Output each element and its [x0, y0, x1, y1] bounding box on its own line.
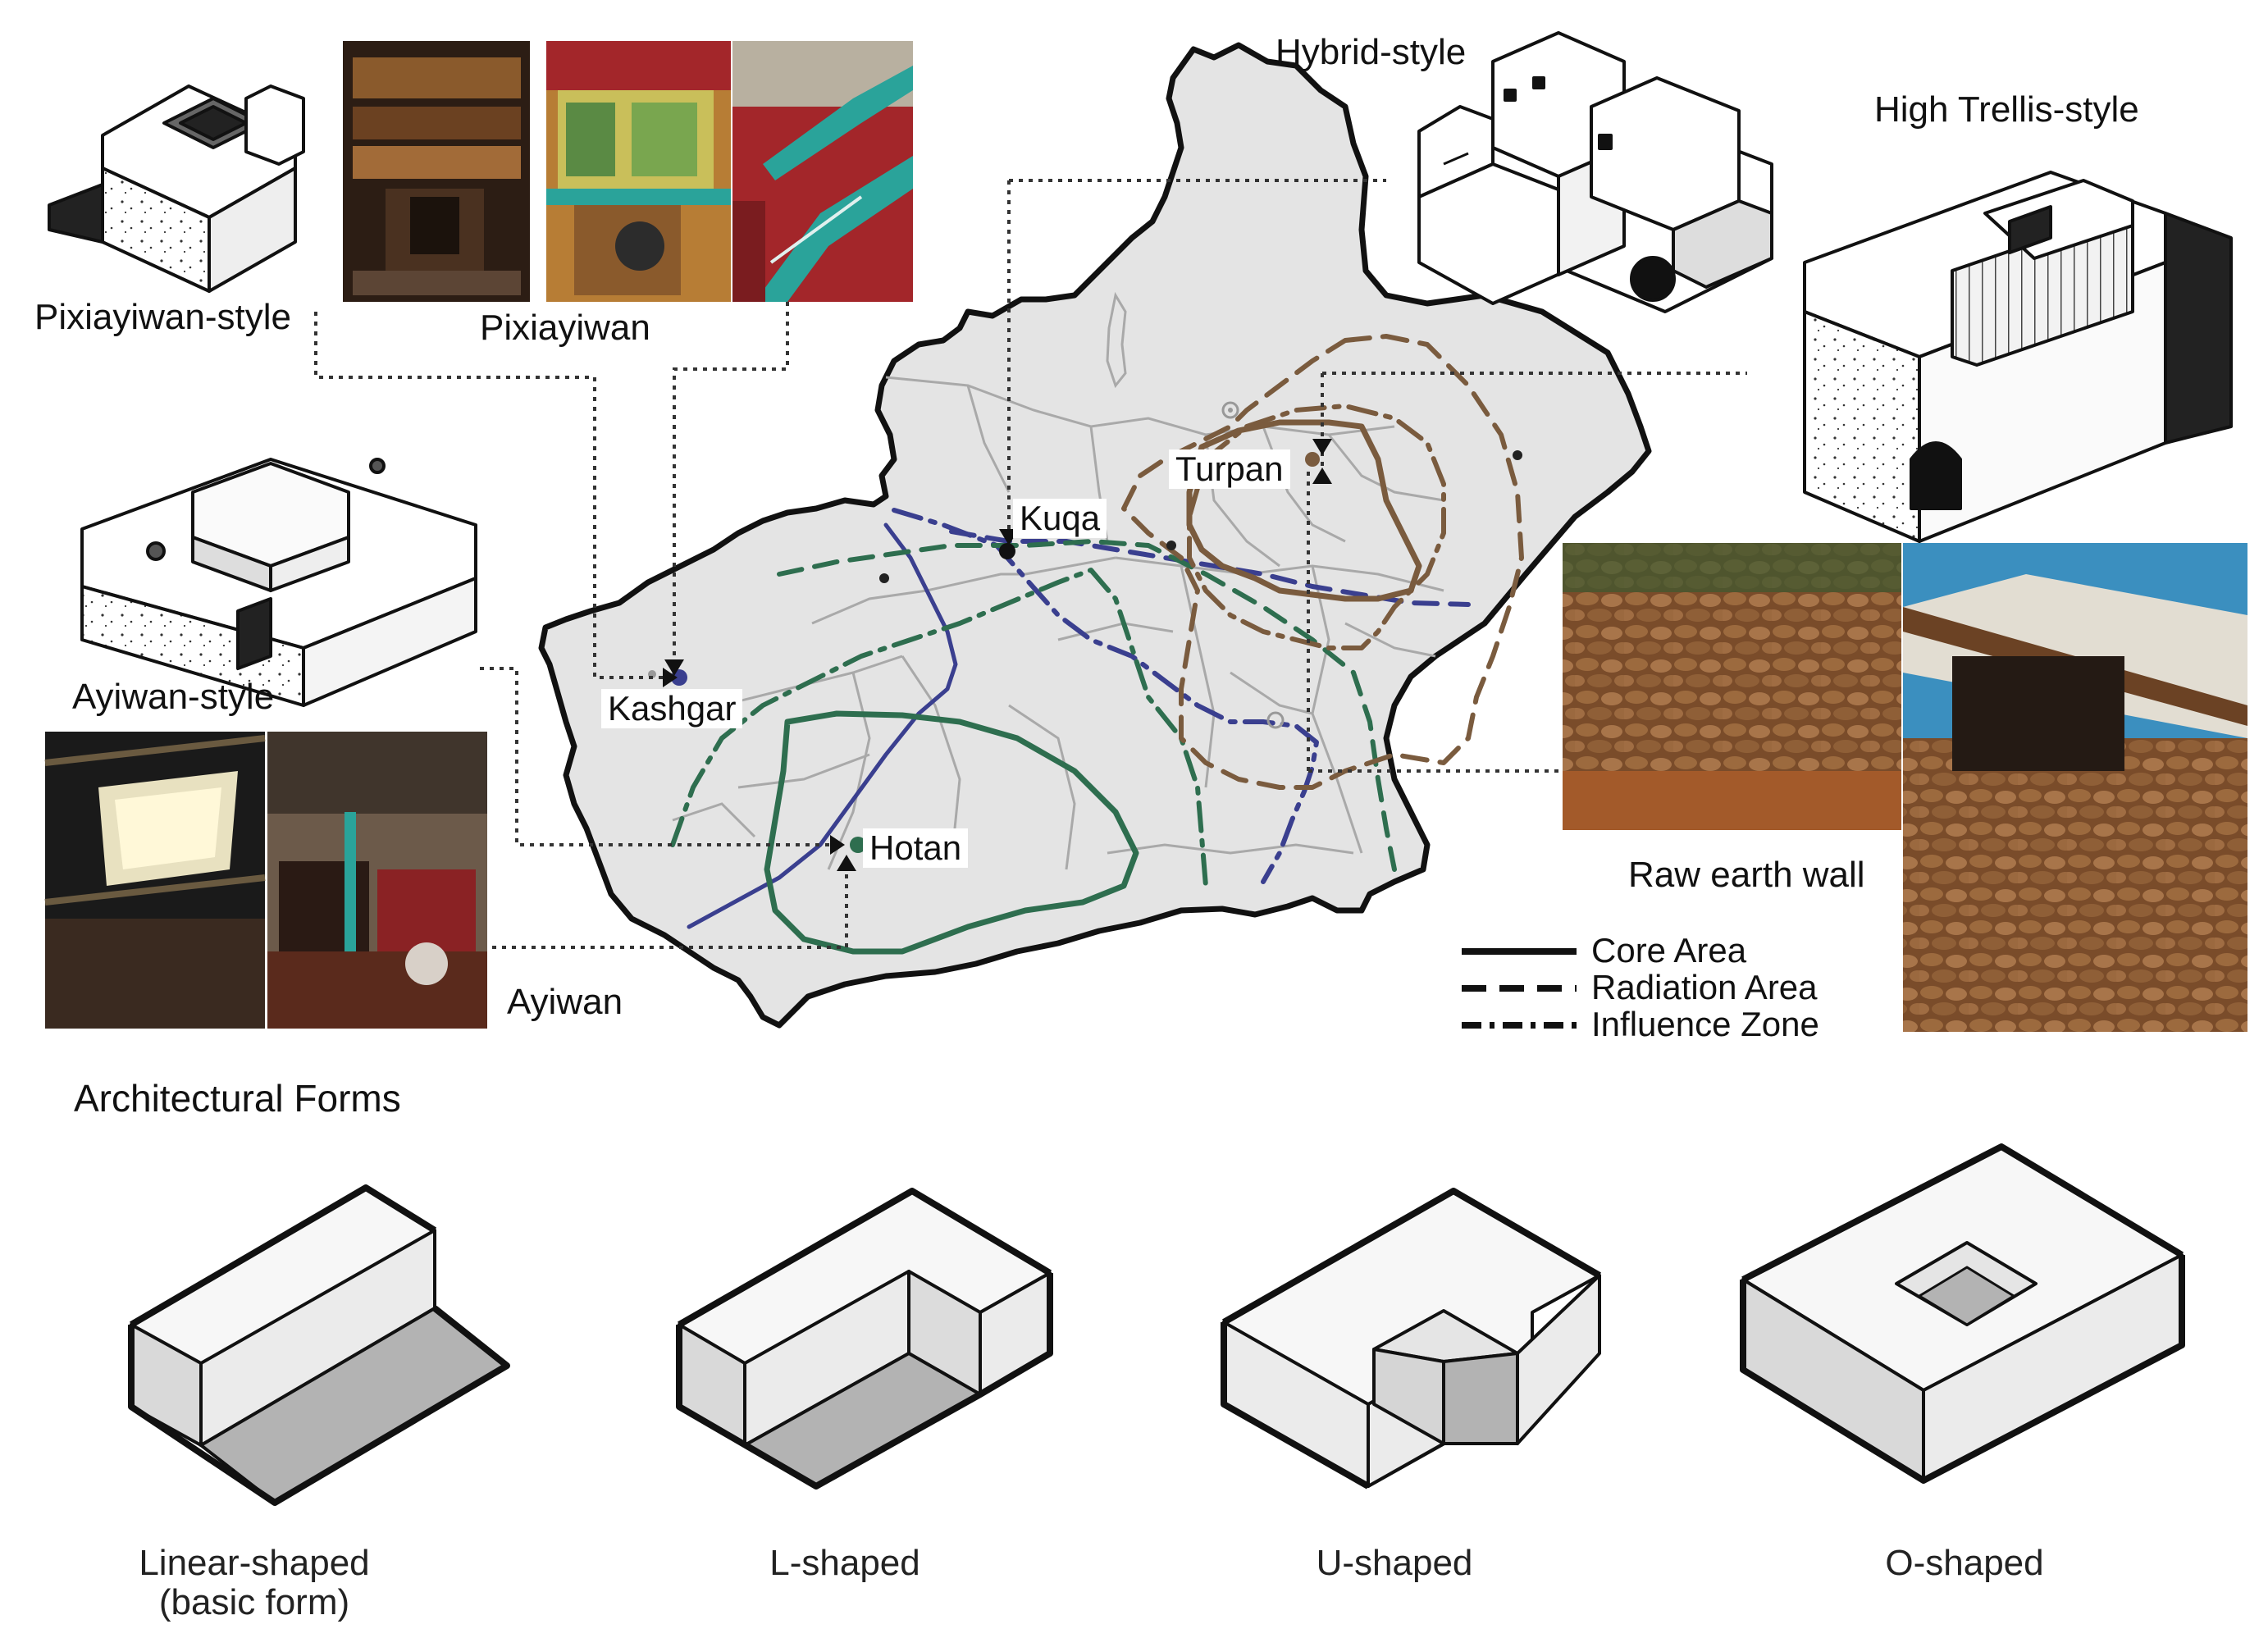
green-influence-zone — [670, 568, 1208, 888]
label-pixiayiwan-style: Pixiayiwan-style — [34, 297, 291, 337]
connector-lines — [314, 179, 1747, 949]
ayiwan-photo-1 — [44, 732, 266, 1029]
minor-points — [648, 401, 1522, 729]
pixiayiwan-photo-1 — [343, 41, 530, 302]
form-label-l-line1: L-shaped — [769, 1543, 920, 1583]
arrowheads — [663, 439, 1332, 871]
form-label-linear-line1: Linear-shaped — [139, 1543, 370, 1583]
label-ayiwan-style: Ayiwan-style — [72, 677, 275, 717]
legend-radiation-label: Radiation Area — [1591, 968, 1818, 1006]
section-title-architectural-forms: Architectural Forms — [74, 1077, 401, 1120]
zone-lines — [670, 334, 1524, 955]
label-hybrid-style: Hybrid-style — [1275, 32, 1467, 72]
label-raw-earth-wall: Raw earth wall — [1628, 855, 1865, 895]
form-label-linear-line2: (basic form) — [158, 1582, 350, 1623]
raw-earth-wall-photo-1 — [1563, 543, 1901, 830]
brown-core-area — [1186, 419, 1422, 602]
pixiayiwan-photo-3 — [732, 41, 913, 302]
raw-earth-wall-photo-2 — [1903, 543, 2247, 1032]
form-label-u: U-shaped — [1230, 1543, 1558, 1583]
blue-influence-zone — [892, 508, 1319, 884]
legend-influence-label: Influence Zone — [1591, 1005, 1819, 1043]
label-high-trellis-style: High Trellis-style — [1874, 89, 2139, 130]
label-pixiayiwan: Pixiayiwan — [480, 308, 650, 348]
city-label-kuqa: Kuqa — [1013, 499, 1107, 539]
hybrid-style-sketch — [1417, 31, 1773, 313]
city-label-hotan: Hotan — [863, 828, 969, 869]
brown-radiation-zone — [1121, 334, 1524, 790]
form-label-o-line1: O-shaped — [1885, 1543, 2044, 1583]
lake — [1106, 291, 1127, 389]
turpan-point — [1305, 452, 1320, 467]
form-l-shaped — [676, 1188, 1053, 1490]
pixiayiwan-photo-2 — [546, 41, 731, 302]
city-label-kashgar: Kashgar — [601, 689, 743, 729]
blue-core-line — [687, 522, 958, 929]
ayiwan-style-sketch — [80, 458, 477, 707]
ayiwan-photo-2 — [267, 732, 487, 1029]
form-label-l: L-shaped — [681, 1543, 1009, 1583]
kuqa-point — [999, 543, 1015, 559]
form-label-linear: Linear-shaped (basic form) — [90, 1543, 418, 1623]
form-linear-shaped — [128, 1184, 510, 1506]
pixiayiwan-style-sketch — [48, 84, 305, 293]
legend-core-label: Core Area — [1591, 931, 1747, 969]
form-o-shaped — [1740, 1143, 2185, 1484]
form-u-shaped — [1221, 1188, 1602, 1490]
high-trellis-style-sketch — [1803, 171, 2233, 543]
city-points — [671, 452, 1320, 853]
city-label-turpan: Turpan — [1169, 449, 1290, 490]
form-label-u-line1: U-shaped — [1316, 1543, 1473, 1583]
green-core-area — [764, 710, 1139, 955]
internal-boundaries — [672, 376, 1444, 870]
hotan-point — [850, 837, 866, 853]
brown-influence-zone — [1187, 404, 1446, 650]
form-label-o: O-shaped — [1800, 1543, 2129, 1583]
label-ayiwan: Ayiwan — [507, 982, 623, 1022]
legend-lines — [1462, 948, 1577, 1029]
